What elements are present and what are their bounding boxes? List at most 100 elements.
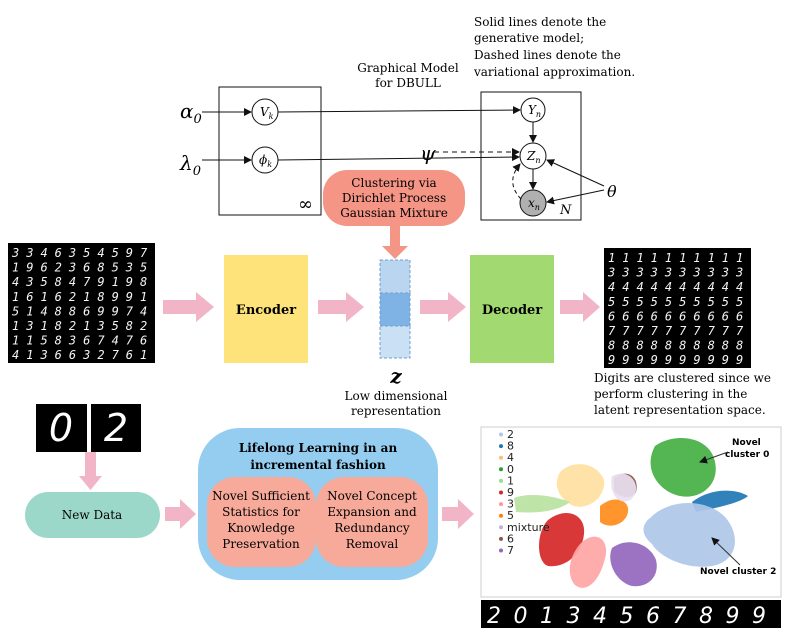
legend-label: 8 bbox=[507, 440, 514, 453]
output-digit-row: 3333333333 bbox=[607, 266, 750, 280]
annotation-cluster0-line1: Novel bbox=[732, 438, 761, 448]
arrow-newdata-lifelong bbox=[165, 499, 196, 529]
gm-note-line2: generative model; bbox=[474, 31, 584, 45]
legend-marker bbox=[499, 432, 503, 437]
arrow-decoder-output bbox=[560, 292, 600, 322]
legend-marker bbox=[499, 467, 503, 472]
input-digit-row: 1616218991 bbox=[12, 290, 154, 304]
cluster-mixture bbox=[611, 473, 637, 502]
bottom-digit: 9 bbox=[752, 604, 766, 629]
clustering-arrow-head bbox=[382, 246, 408, 259]
legend-marker bbox=[499, 478, 503, 483]
new-digit-2: 2 bbox=[104, 406, 128, 450]
bottom-digit: 8 bbox=[699, 604, 713, 629]
input-digit-texts: 3346354597196236853543584791981616218991… bbox=[11, 246, 154, 362]
arrow-latent-decoder bbox=[420, 292, 466, 322]
legend-label: 4 bbox=[507, 451, 514, 464]
legend-label: 1 bbox=[507, 474, 514, 487]
bottom-digit-strip bbox=[481, 600, 781, 628]
output-digit-row: 7777777777 bbox=[608, 324, 750, 338]
input-digit-row: 4358479198 bbox=[12, 275, 154, 289]
output-digit-row: 5555555555 bbox=[608, 295, 750, 309]
gm-note-line1: Solid lines denote the bbox=[474, 15, 606, 29]
clustering-box bbox=[323, 170, 465, 226]
edge-theta-z bbox=[546, 159, 605, 187]
bottom-digit: 9 bbox=[726, 604, 740, 629]
infinity-label: ∞ bbox=[298, 194, 313, 215]
legend-marker bbox=[499, 513, 503, 518]
decoder-note-line3: latent representation space. bbox=[594, 403, 766, 417]
theta-label: θ bbox=[607, 182, 617, 201]
clustering-line1: Clustering via bbox=[351, 176, 436, 190]
annotation-cluster2-arrow bbox=[711, 537, 741, 566]
arrow-digits-newdata-head bbox=[79, 476, 102, 490]
gm-title-line2: for DBULL bbox=[375, 76, 441, 90]
concept-expansion-line2: Expansion and bbox=[327, 505, 417, 519]
latent-label-line1: Low dimensional bbox=[345, 389, 448, 403]
legend-marker bbox=[499, 536, 503, 541]
arrow-lifelong-scatter bbox=[442, 499, 474, 529]
bottom-digit: 2 bbox=[487, 604, 501, 629]
decoder-note-line1: Digits are clustered since we bbox=[594, 371, 771, 385]
legend-marker bbox=[499, 490, 503, 495]
bottom-digit: 3 bbox=[567, 604, 581, 629]
lambda0-label: λ0 bbox=[179, 151, 201, 179]
output-digit-row: 9999999999 bbox=[608, 353, 750, 367]
legend-label: 5 bbox=[507, 509, 514, 522]
plate-n-label: N bbox=[559, 203, 572, 218]
edge-theta-x bbox=[546, 189, 605, 205]
sufficient-stats-line4: Preservation bbox=[222, 537, 300, 551]
decoder-label: Decoder bbox=[482, 303, 542, 318]
new-digit-2-tile bbox=[91, 404, 141, 452]
cluster-c9 bbox=[539, 512, 585, 567]
gm-note-line4: variational approximation. bbox=[473, 65, 635, 79]
bottom-digit: 5 bbox=[620, 604, 634, 629]
output-digit-row: 8888888888 bbox=[608, 339, 750, 353]
cluster-c3 bbox=[569, 536, 607, 588]
psi-label: ψ bbox=[420, 141, 436, 165]
node-zn-label: Zn bbox=[526, 149, 541, 165]
legend-label: 0 bbox=[507, 463, 514, 476]
new-data-label: New Data bbox=[62, 508, 122, 522]
new-digit-0-tile bbox=[36, 404, 87, 452]
legend-label: 3 bbox=[507, 498, 514, 511]
bottom-digit: 4 bbox=[593, 604, 607, 629]
decoder-note-line2: perform clustering in the bbox=[594, 387, 747, 401]
lifelong-line2: incremental fashion bbox=[250, 458, 386, 472]
input-digit-grid bbox=[8, 243, 155, 363]
arrow-input-encoder bbox=[163, 292, 214, 322]
latent-bottom bbox=[379, 325, 411, 359]
output-digit-texts: 1111111111333333333344444444445555555555… bbox=[607, 251, 750, 367]
concept-expansion-box bbox=[316, 477, 428, 567]
latent-symbol: z bbox=[389, 364, 402, 388]
legend-label: 7 bbox=[507, 544, 514, 557]
input-digit-row: 1318213582 bbox=[12, 319, 154, 333]
node-xn-label: xn bbox=[528, 196, 540, 212]
latent-label-line2: representation bbox=[351, 404, 441, 418]
input-digit-row: 4136632761 bbox=[12, 348, 154, 362]
output-digit-row: 1111111111 bbox=[608, 251, 750, 265]
bottom-digit: 1 bbox=[540, 604, 554, 629]
cluster-c5 bbox=[600, 499, 629, 526]
sufficient-stats-line2: Statistics for bbox=[222, 505, 300, 519]
input-digit-row: 1962368535 bbox=[12, 261, 154, 275]
clustering-arrow-shaft bbox=[390, 226, 400, 248]
cluster-c4 bbox=[556, 464, 605, 507]
input-digit-row: 3346354597 bbox=[11, 246, 154, 260]
lifelong-row: 0 2 New Data Lifelong Learning in an inc… bbox=[25, 404, 474, 580]
node-xn bbox=[519, 189, 547, 217]
cluster-c2 bbox=[643, 502, 735, 567]
graphical-model: Graphical Model for DBULL Solid lines de… bbox=[179, 15, 635, 221]
legend-marker bbox=[499, 525, 503, 530]
sufficient-stats-box bbox=[207, 477, 316, 567]
legend-label: 9 bbox=[507, 486, 514, 499]
annotation-cluster0-line2: cluster 0 bbox=[725, 450, 769, 460]
cluster-c0 bbox=[650, 438, 716, 497]
legend-label: 2 bbox=[507, 428, 514, 441]
output-digit-grid bbox=[604, 248, 751, 368]
legend-marker bbox=[499, 502, 503, 507]
cluster-c1 bbox=[514, 495, 570, 513]
clustering-line2: Dirichlet Process bbox=[342, 191, 446, 205]
